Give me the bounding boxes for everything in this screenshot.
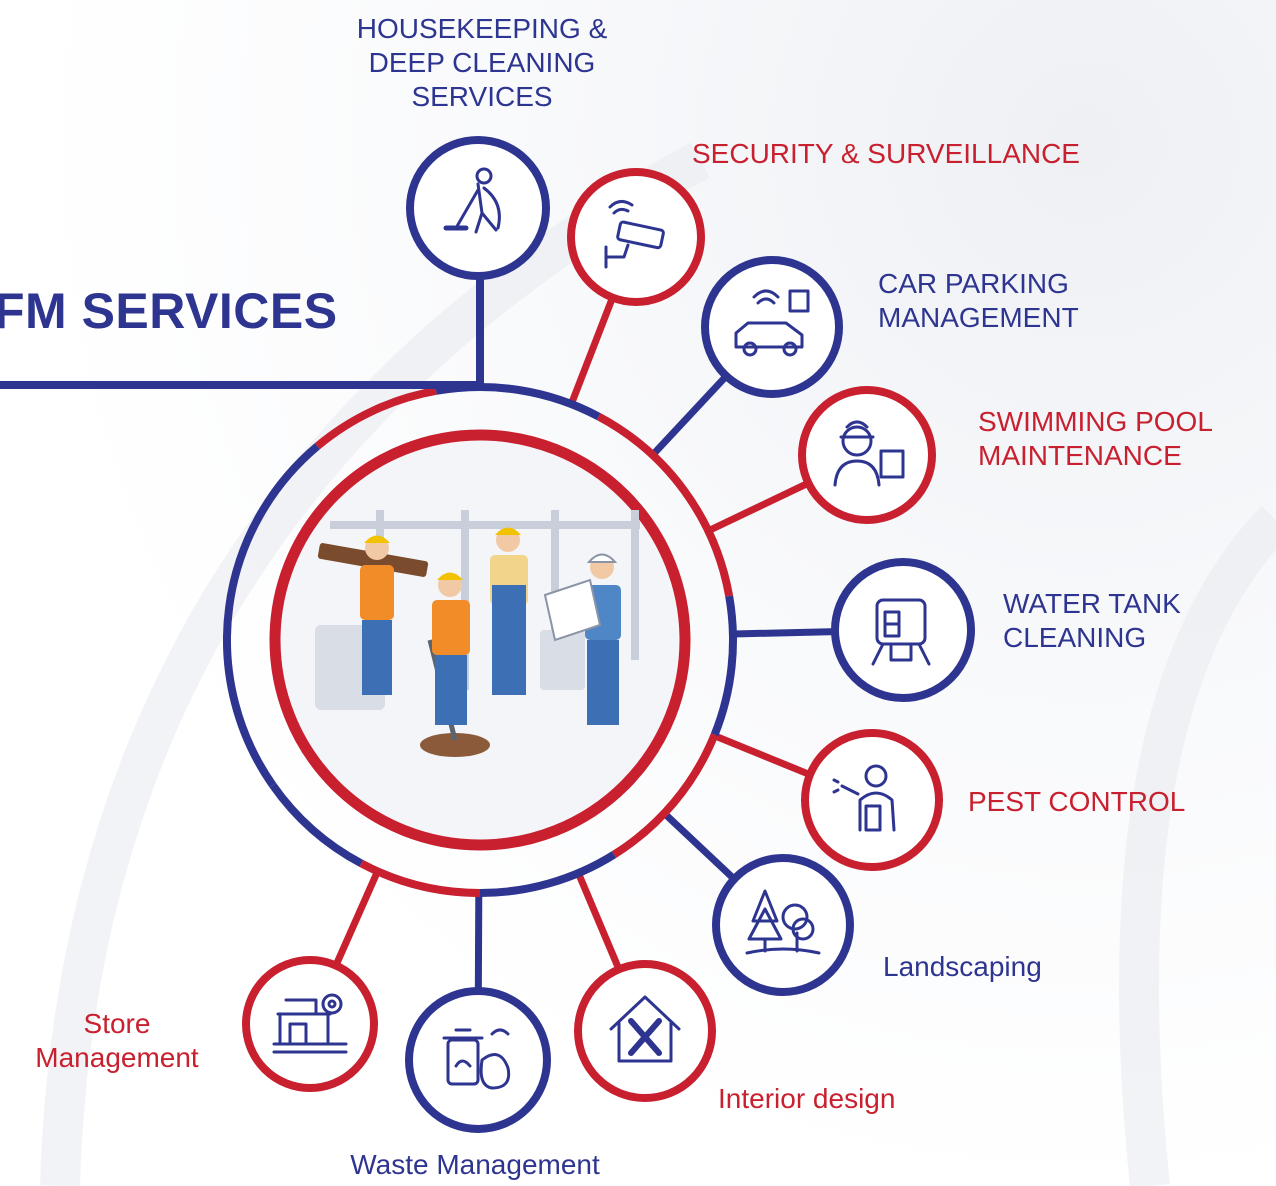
central-hub [269, 429, 691, 851]
ring-segment [611, 733, 719, 858]
connector-line [332, 869, 381, 967]
service-node-circle [567, 168, 705, 306]
connector-line [732, 628, 836, 638]
service-node-circle [406, 136, 550, 280]
cctv-camera-icon [604, 200, 665, 269]
service-label: Interior design [718, 1083, 896, 1114]
pest-sprayer-icon [832, 764, 896, 832]
service-node-circle [701, 256, 843, 398]
service-label: CAR PARKING MANAGEMENT [878, 268, 1079, 333]
ring-segment [596, 413, 734, 597]
service-node [801, 729, 943, 871]
service-node [567, 168, 705, 306]
connector-line [575, 871, 623, 971]
service-node [712, 854, 854, 996]
ring-segment [479, 851, 617, 897]
outer-ring [223, 383, 737, 897]
connector-lines [332, 296, 836, 992]
service-label: Landscaping [883, 951, 1042, 982]
ring-segment [269, 782, 364, 867]
connector-line [712, 732, 812, 778]
service-node: P [701, 256, 843, 398]
recycle-bin-icon [442, 1028, 511, 1090]
service-node [831, 558, 975, 702]
service-node-circle [712, 854, 854, 996]
service-label: Waste Management [350, 1149, 600, 1180]
car-parking-icon: P [734, 289, 810, 357]
service-node [242, 956, 378, 1092]
service-node [574, 960, 716, 1102]
service-label: WATER TANK CLEANING [1003, 588, 1181, 653]
title-bracket [0, 258, 484, 389]
service-label: PEST CONTROL [968, 786, 1186, 817]
connector-line [661, 810, 737, 882]
service-label: SECURITY & SURVEILLANCE [692, 138, 1080, 169]
service-label: SWIMMING POOL MAINTENANCE [978, 406, 1213, 471]
ring-segment [314, 386, 437, 450]
pool-technician-icon [833, 420, 905, 487]
house-tools-icon [609, 995, 681, 1063]
trees-icon [745, 889, 821, 955]
service-node-circle [798, 386, 936, 524]
service-node-circle [831, 558, 975, 702]
service-node-circle [574, 960, 716, 1102]
construction-workers-illustration [315, 510, 640, 757]
service-label: HOUSEKEEPING & DEEP CLEANING SERVICES [356, 13, 608, 112]
connector-line [650, 373, 729, 458]
ring-segment [359, 859, 481, 897]
service-label: Store Management [35, 1008, 199, 1073]
service-node-circle [242, 956, 378, 1092]
water-tank-icon [871, 598, 931, 666]
service-node [405, 987, 551, 1133]
store-gear-icon [272, 993, 348, 1054]
connector-line [706, 479, 810, 535]
ring-segment [710, 595, 737, 737]
page-title: FM SERVICES [0, 283, 338, 339]
mop-cleaner-icon [443, 167, 501, 234]
service-node [798, 386, 936, 524]
ring-segment [223, 443, 320, 788]
service-node [406, 136, 550, 280]
connector-line [568, 296, 616, 406]
service-node-circle [801, 729, 943, 871]
